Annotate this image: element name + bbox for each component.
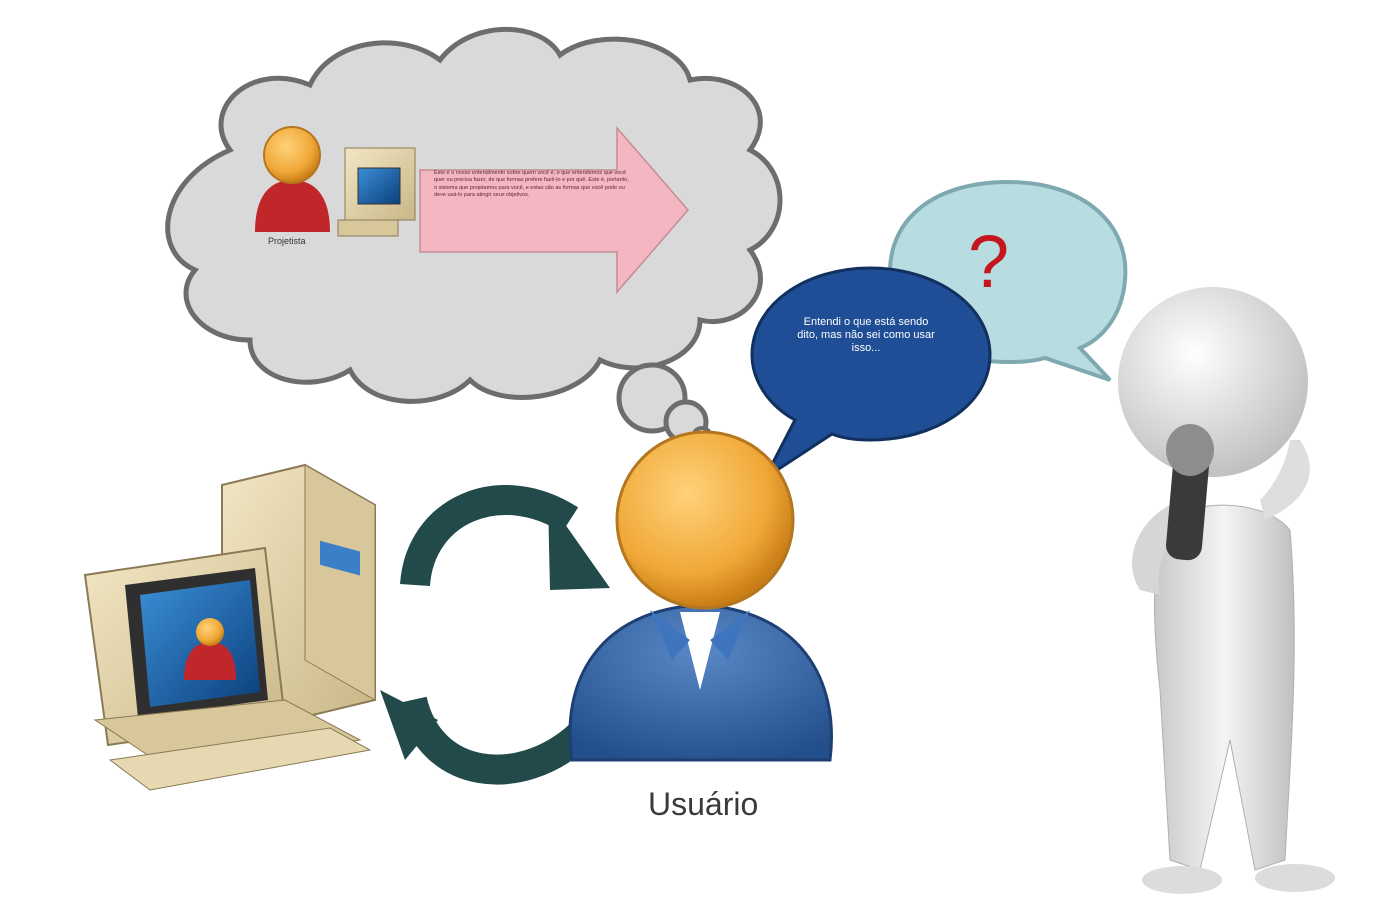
- microphone-figure-icon: [1118, 287, 1335, 894]
- pink-arrow: [419, 125, 689, 295]
- projetista-label: Projetista: [268, 236, 306, 246]
- user-icon: [568, 430, 833, 762]
- thought-cloud: [165, 26, 783, 448]
- projetista-icon: [255, 126, 416, 237]
- question-mark: ?: [968, 220, 1010, 303]
- speech-bubble: [750, 266, 992, 483]
- usuario-label: Usuário: [648, 786, 759, 822]
- arrow-text: Este é o nosso entendimento sobre quem v…: [434, 170, 629, 199]
- computer-icon: [83, 463, 376, 791]
- speech-bubble-text: Entendi o que está sendo dito, mas não s…: [797, 316, 935, 354]
